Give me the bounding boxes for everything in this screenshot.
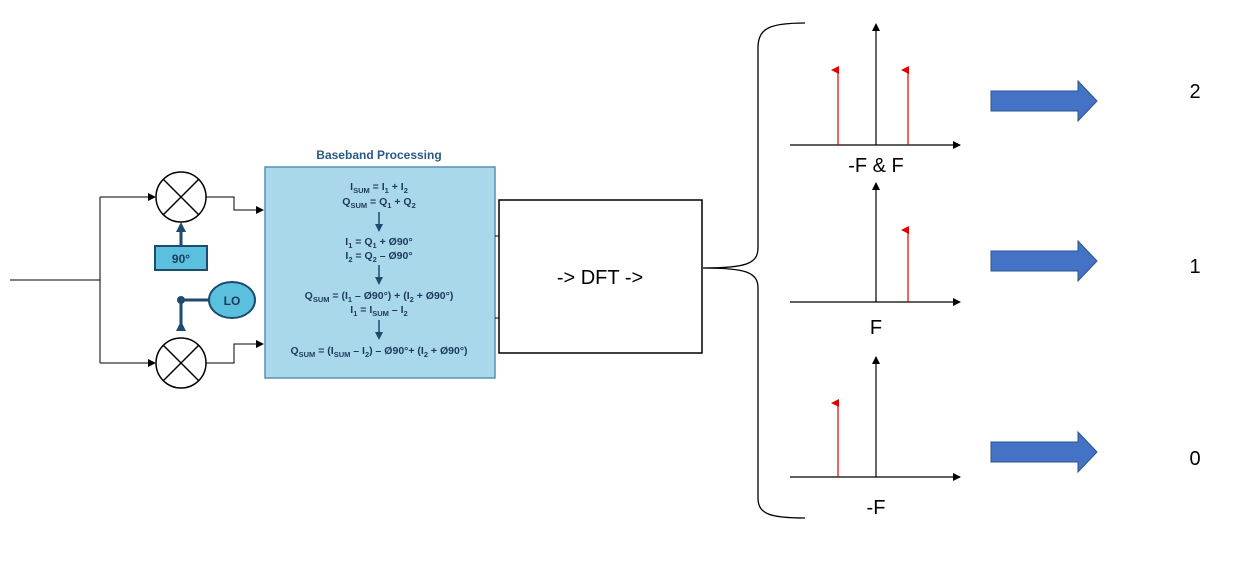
lo-oscillator: LO [208,281,256,319]
equation-i2: I2 = Q2 – Ø90° [345,250,412,264]
output-value-2: 1 [1189,256,1200,278]
lo-chain [176,222,210,331]
phase-shift-block: 90° [154,245,208,271]
dft-block: -> DFT -> [498,199,703,354]
equation-qsum: QSUM = Q1 + Q2 [342,196,415,210]
output-arrow-1 [990,79,1098,123]
equation-i1: I1 = Q1 + Ø90° [345,236,412,250]
equation-isum: ISUM = I1 + I2 [350,181,408,195]
output-arrow-2 [990,239,1098,283]
mixer-output-wires [206,196,264,364]
spectrum-3-label: -F [867,497,886,519]
dft-label: -> DFT -> [557,267,643,289]
output-brace [702,22,806,519]
mixer-top-icon [155,171,207,223]
equation-qsum-2: QSUM = (I1 – Ø90°) + (I2 + Ø90°) [305,290,454,304]
equation-qsum-3: QSUM = (ISUM – I2) – Ø90°+ (I2 + Ø90°) [290,345,467,359]
output-arrow-3 [990,430,1098,474]
equation-i1-2: I1 = ISUM – I2 [350,304,407,318]
phase-shift-label: 90° [172,252,190,266]
input-signal-wires [10,193,156,367]
spectrum-negative-tone: -F [790,356,961,519]
spectrum-2-label: F [870,317,882,339]
output-value-1: 2 [1189,81,1200,103]
output-value-3: 0 [1189,448,1200,470]
mixer-bottom-icon [155,337,207,389]
spectrum-1-label: -F & F [848,155,904,177]
baseband-processing-block: ISUM = I1 + I2 QSUM = Q1 + Q2 I1 = Q1 + … [264,166,496,379]
baseband-title: Baseband Processing [316,148,441,162]
lo-label: LO [224,294,241,308]
spectrum-both-tones: -F & F [790,23,961,177]
spectrum-positive-tone: F [790,182,961,339]
